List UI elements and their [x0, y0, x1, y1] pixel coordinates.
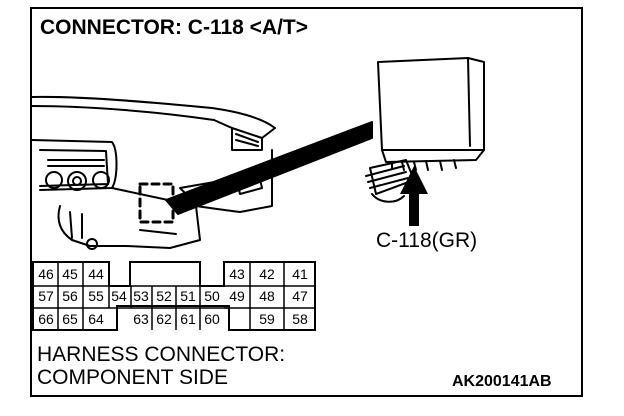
dashboard-illustration: [31, 95, 276, 250]
pin-label: 52: [156, 288, 172, 304]
pin-label: 54: [111, 288, 127, 304]
pin-label: 44: [88, 266, 104, 282]
pin-label: 57: [38, 288, 54, 304]
pin-label: 62: [156, 311, 172, 327]
connector-pinout: [32, 261, 316, 331]
pin-label: 59: [259, 311, 275, 327]
harness-label-line2: COMPONENT SIDE: [37, 366, 228, 389]
pin-label: 58: [292, 311, 308, 327]
figure-code: AK200141AB: [452, 373, 552, 390]
pin-label: 63: [133, 311, 149, 327]
diagram-frame: [30, 7, 583, 397]
module-illustration: [365, 57, 485, 203]
pin-label: 51: [180, 288, 196, 304]
harness-label-line1: HARNESS CONNECTOR:: [37, 343, 286, 366]
connector-callout: C-118(GR): [376, 229, 478, 252]
pin-label: 47: [292, 288, 308, 304]
pin-label: 65: [62, 311, 78, 327]
pin-label: 49: [229, 288, 245, 304]
pin-label: 48: [259, 288, 275, 304]
pin-label: 45: [62, 266, 78, 282]
pin-label: 64: [88, 311, 104, 327]
pin-label: 61: [180, 311, 196, 327]
pin-label: 53: [133, 288, 149, 304]
pin-labels: 46 45 44 57 56 55 54 66 65 64 53 52 51 50 63 62 61 60 43 42…: [38, 266, 308, 327]
pin-label: 43: [229, 266, 245, 282]
pin-label: 60: [204, 311, 220, 327]
pointer-wedge: [165, 121, 373, 215]
arrow-up-icon: [400, 166, 428, 226]
pin-label: 55: [88, 288, 104, 304]
pin-label: 56: [62, 288, 78, 304]
diagram-title: CONNECTOR: C-118 <A/T>: [40, 16, 309, 39]
pin-label: 50: [204, 288, 220, 304]
pin-label: 41: [292, 266, 308, 282]
pin-label: 66: [38, 311, 54, 327]
pin-label: 46: [38, 266, 54, 282]
pin-label: 42: [259, 266, 275, 282]
